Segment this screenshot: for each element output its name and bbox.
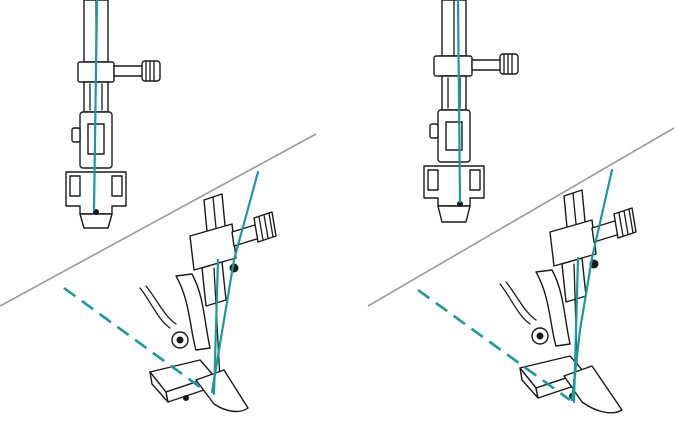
illustration-panel-right (360, 0, 679, 439)
angled-presser-foot-icon (140, 172, 276, 411)
sewing-diagram-right (360, 0, 679, 439)
illustration-panel-left (0, 0, 340, 439)
front-view-presser-foot-icon (66, 0, 160, 228)
seam-guide-dashed-line (418, 290, 570, 400)
front-view-presser-foot-icon (424, 0, 518, 222)
angled-presser-foot-icon (500, 170, 636, 413)
sewing-diagram-left (0, 0, 340, 439)
